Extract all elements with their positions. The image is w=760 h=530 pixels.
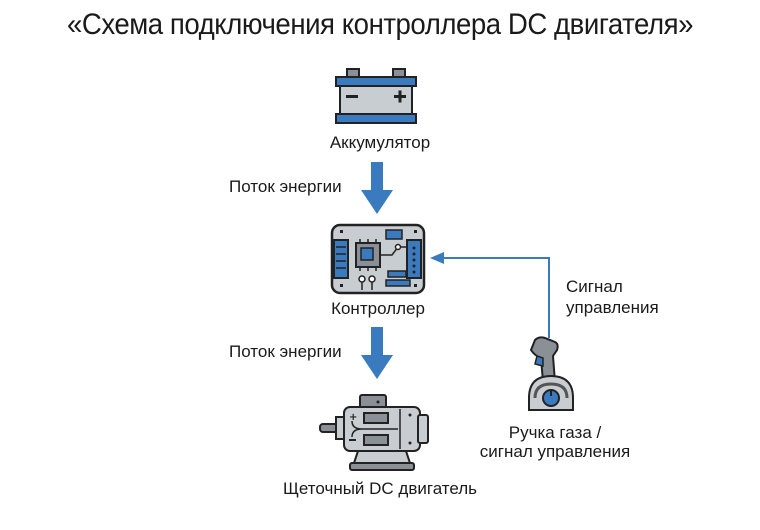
control-signal-connector: [430, 252, 550, 338]
throttle-label-line1: Ручка газа /: [508, 423, 602, 442]
energy-flow-label-2: Поток энергии: [229, 342, 342, 361]
throttle-lever-icon: [528, 336, 574, 411]
energy-flow-label-1: Поток энергии: [229, 177, 342, 196]
control-signal-label-line2: управления: [566, 298, 659, 317]
control-signal-label-line1: Сигнал: [566, 277, 623, 296]
controller-label: Контроллер: [331, 299, 425, 318]
motor-label: Щеточный DC двигатель: [282, 479, 478, 498]
diagram-title: «Схема подключения контроллера DC двигат…: [66, 8, 693, 41]
circuit-board-icon: [330, 223, 426, 295]
dc-motor-icon: +: [319, 394, 429, 471]
energy-flow-arrow-2: [361, 327, 393, 379]
battery-label: Аккумулятор: [329, 133, 431, 152]
throttle-label-line2: сигнал управления: [479, 442, 631, 461]
svg-text:+: +: [349, 412, 357, 423]
battery-icon: [335, 68, 417, 124]
energy-flow-arrow-1: [361, 162, 393, 214]
